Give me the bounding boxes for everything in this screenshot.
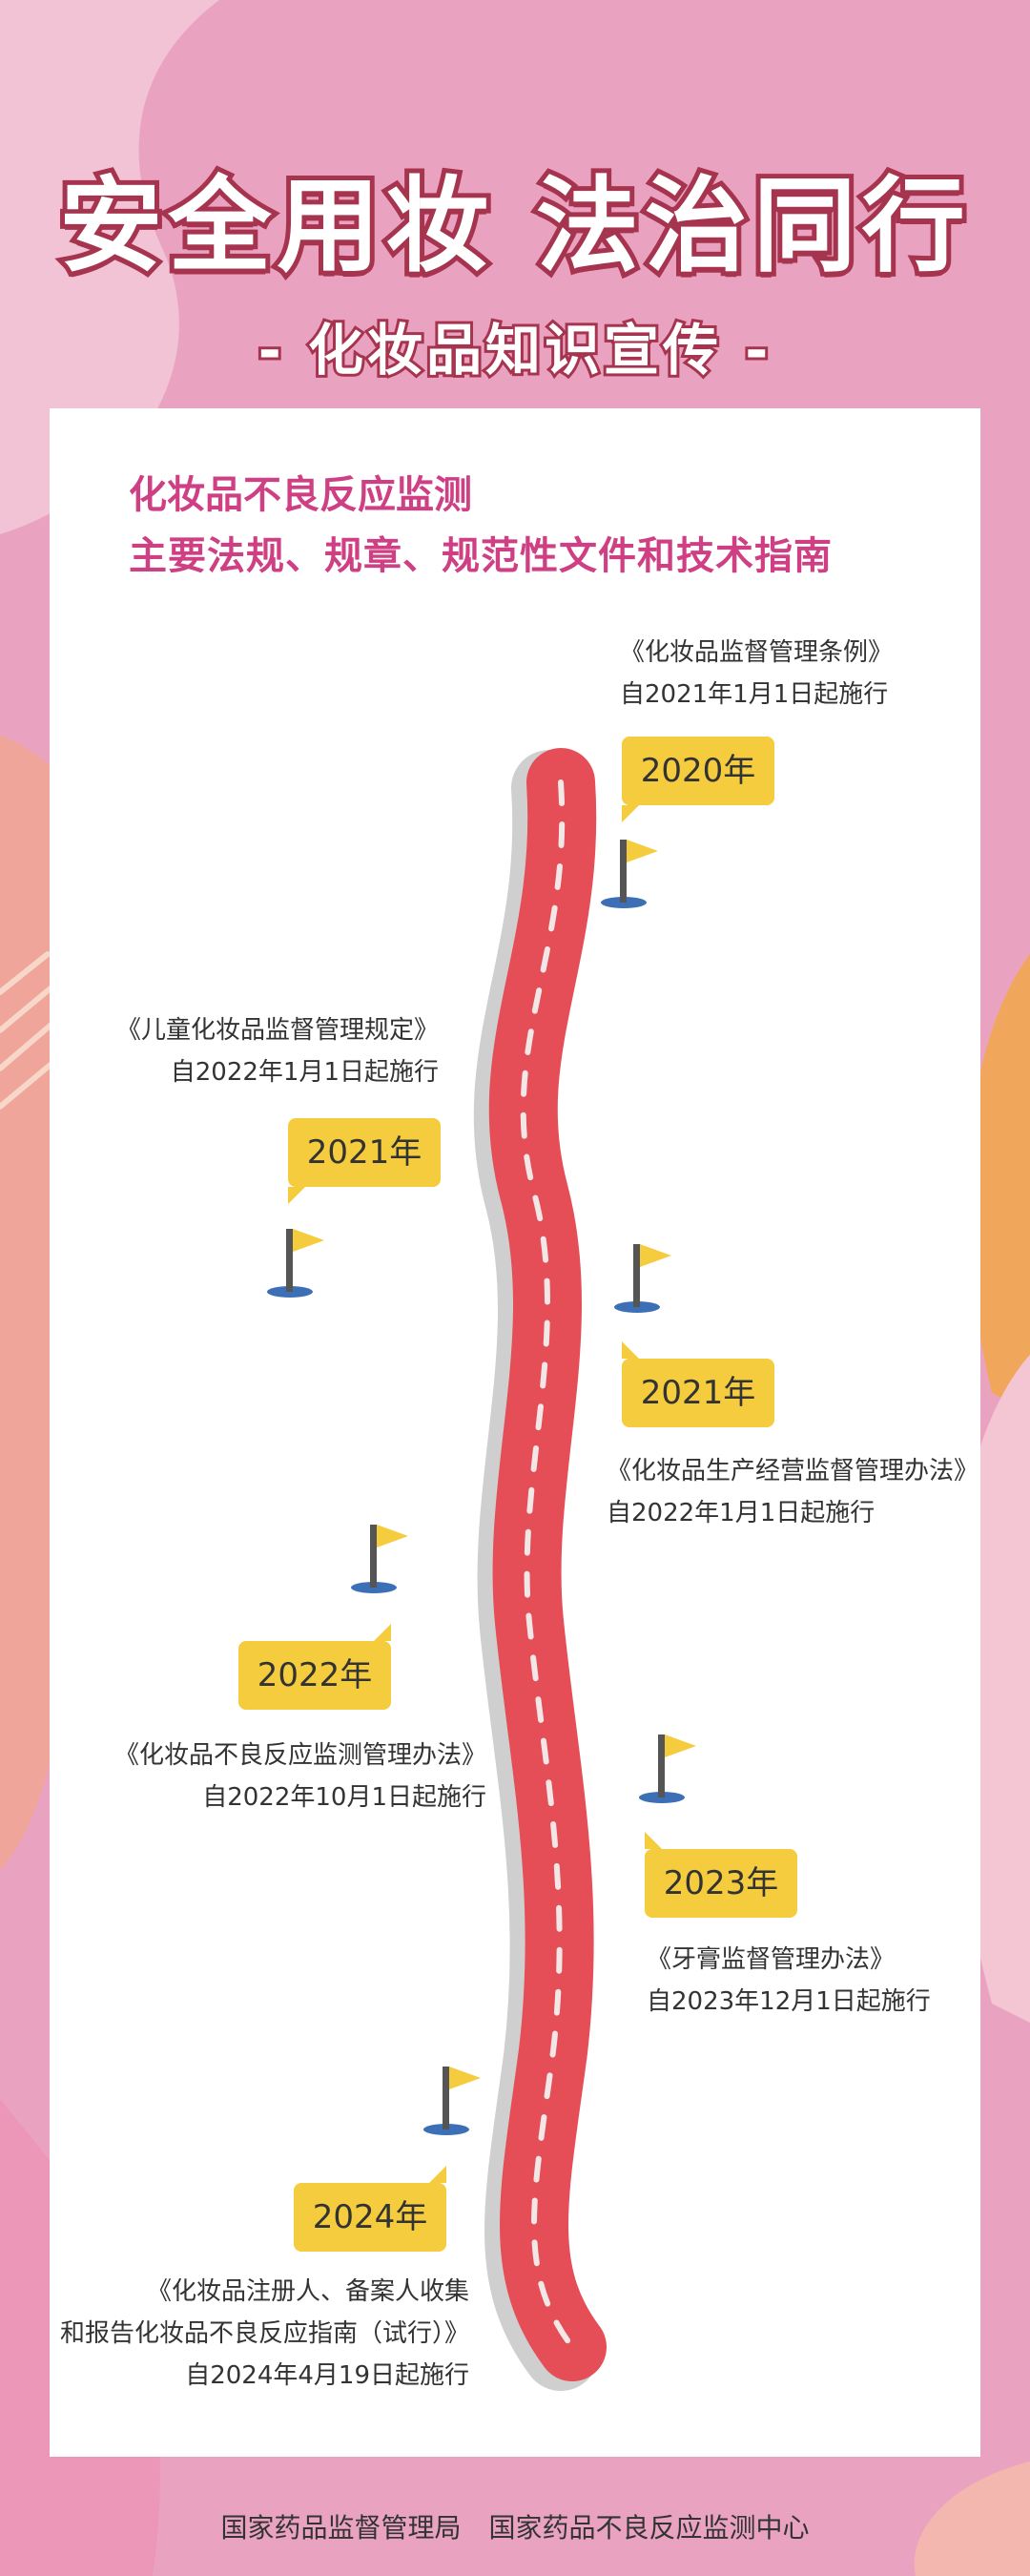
- year-label: 2021年: [640, 1374, 756, 1412]
- milestone-4-text: 《化妆品不良反应监测管理办法》 自2022年10月1日起施行: [76, 1735, 486, 1818]
- year-tag: 2021年: [288, 1118, 441, 1204]
- flag-icon: [614, 1244, 671, 1313]
- law-title: 《化妆品不良反应监测管理办法》: [113, 1741, 486, 1770]
- road-body: [488, 748, 607, 2381]
- year-tag: 2023年: [645, 1832, 797, 1918]
- law-effective-date: 自2021年1月1日起施行: [620, 680, 889, 709]
- section-heading-line1: 化妆品不良反应监测: [129, 473, 472, 517]
- milestone-2-text: 《儿童化妆品监督管理规定》 自2022年1月1日起施行: [105, 1009, 439, 1093]
- law-title: 《儿童化妆品监督管理规定》: [115, 1016, 439, 1045]
- year-label: 2024年: [312, 2198, 428, 2236]
- page-subtitle: - 化妆品知识宣传 -: [256, 315, 772, 385]
- law-effective-date: 自2023年12月1日起施行: [647, 1987, 931, 2016]
- year-tag: 2021年: [622, 1341, 774, 1427]
- milestone-3-text: 《化妆品生产经营监督管理办法》 自2022年1月1日起施行: [607, 1450, 978, 1534]
- year-label: 2021年: [306, 1133, 422, 1172]
- flag-icon: [639, 1735, 696, 1803]
- law-title: 《化妆品监督管理条例》: [620, 638, 894, 667]
- year-label: 2020年: [640, 752, 756, 790]
- bg-blob-bottom-right: [914, 2462, 1030, 2576]
- milestone-1-text: 《化妆品监督管理条例》 自2021年1月1日起施行: [620, 632, 893, 716]
- year-tag: 2022年: [238, 1624, 391, 1710]
- law-effective-date: 自2024年4月19日起施行: [185, 2361, 469, 2390]
- law-title: 《化妆品生产经营监督管理办法》: [607, 1457, 979, 1485]
- law-effective-date: 自2022年1月1日起施行: [607, 1499, 876, 1527]
- flag-icon: [351, 1525, 408, 1593]
- tag-pointer: [622, 805, 639, 822]
- page-title: 安全用妆 法治同行: [54, 162, 971, 291]
- bg-blob-right-orange: [967, 954, 1030, 1412]
- year-tag: 2020年: [622, 737, 774, 822]
- bg-blob-top-left: [0, 0, 219, 534]
- law-title-line2: 和报告化妆品不良反应指南（试行）》: [59, 2319, 469, 2348]
- tag-pointer: [374, 1624, 391, 1641]
- milestone-5-text: 《牙膏监督管理办法》 自2023年12月1日起施行: [647, 1939, 931, 2023]
- footer-organizations: 国家药品监督管理局 国家药品不良反应监测中心: [220, 2512, 810, 2544]
- law-title: 《牙膏监督管理办法》: [647, 1945, 896, 1974]
- law-effective-date: 自2022年10月1日起施行: [202, 1783, 486, 1812]
- flag-icon: [423, 2067, 481, 2135]
- tag-pointer: [288, 1187, 305, 1204]
- tag-pointer: [429, 2166, 446, 2183]
- law-effective-date: 自2022年1月1日起施行: [170, 1058, 439, 1087]
- tag-pointer: [622, 1341, 639, 1359]
- flag-icon: [267, 1229, 324, 1298]
- section-heading-line2: 主要法规、规章、规范性文件和技术指南: [129, 534, 833, 578]
- year-label: 2023年: [663, 1864, 779, 1902]
- milestone-6-text: 《化妆品注册人、备案人收集 和报告化妆品不良反应指南（试行）》 自2024年4月…: [53, 2271, 469, 2397]
- law-title-line1: 《化妆品注册人、备案人收集: [146, 2277, 469, 2306]
- year-label: 2022年: [257, 1656, 373, 1694]
- flag-icon: [601, 840, 658, 908]
- tag-pointer: [645, 1832, 662, 1849]
- year-tag: 2024年: [294, 2166, 446, 2252]
